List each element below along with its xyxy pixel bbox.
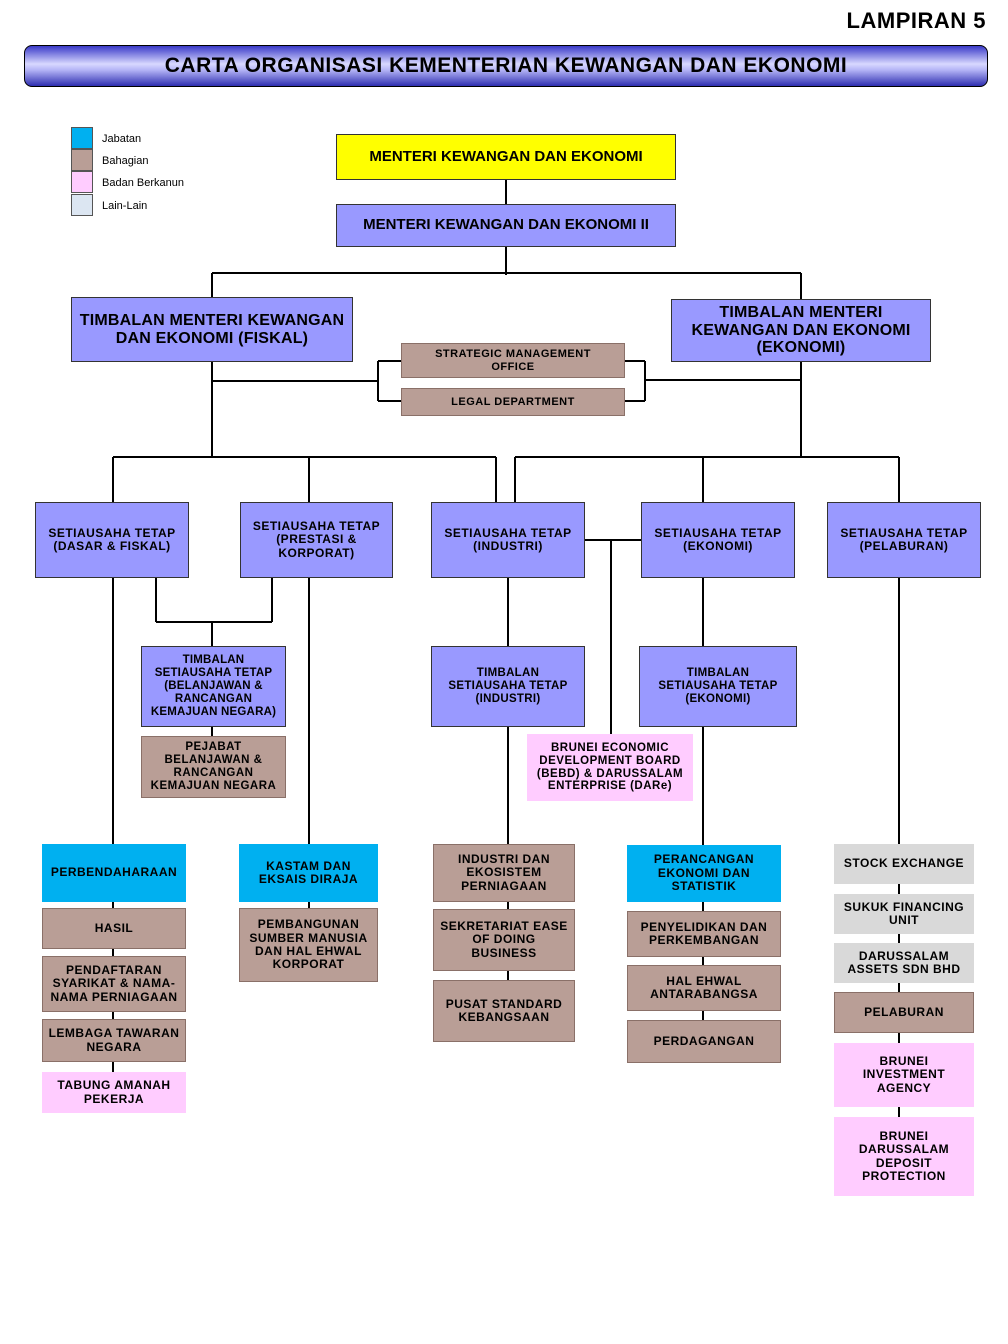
pusat-standard-box: PUSAT STANDARD KEBANGSAAN (433, 980, 575, 1042)
ps-ekonomi-box: SETIAUSAHA TETAP (EKONOMI) (641, 502, 795, 578)
pembangunan-sumber-manusia-box: PEMBANGUNAN SUMBER MANUSIA DAN HAL EHWAL… (239, 908, 378, 982)
legend-label: Jabatan (102, 133, 142, 145)
ps-dasar-fiskal-box: SETIAUSAHA TETAP (DASAR & FISKAL) (35, 502, 189, 578)
legend-swatch-badan-berkanun (71, 171, 93, 193)
deputy-minister-fiskal-box: TIMBALAN MENTERI KEWANGAN DAN EKONOMI (F… (71, 297, 353, 362)
kastam-eksais-box: KASTAM DAN EKSAIS DIRAJA (239, 844, 378, 902)
penyelidikan-box: PENYELIDIKAN DAN PERKEMBANGAN (627, 911, 781, 957)
sukuk-financing-box: SUKUK FINANCING UNIT (834, 894, 974, 934)
sekretariat-ease-box: SEKRETARIAT EASE OF DOING BUSINESS (433, 909, 575, 971)
legend-swatch-bahagian (71, 149, 93, 171)
hasil-box: HASIL (42, 908, 186, 949)
hal-ehwal-antarabangsa-box: HAL EHWAL ANTARABANGSA (627, 965, 781, 1011)
legend-swatch-jabatan (71, 127, 93, 149)
pendaftaran-syarikat-box: PENDAFTARAN SYARIKAT & NAMA- NAMA PERNIA… (42, 956, 186, 1012)
tabung-amanah-pekerja-box: TABUNG AMANAH PEKERJA (42, 1072, 186, 1113)
darussalam-assets-box: DARUSSALAM ASSETS SDN BHD (834, 943, 974, 983)
pejabat-belanjawan-box: PEJABAT BELANJAWAN & RANCANGAN KEMAJUAN … (141, 736, 286, 798)
legend-swatch-lain-lain (71, 194, 93, 216)
minister-box: MENTERI KEWANGAN DAN EKONOMI (336, 134, 676, 180)
perdagangan-box: PERDAGANGAN (627, 1020, 781, 1063)
deputy-minister-ekonomi-box: TIMBALAN MENTERI KEWANGAN DAN EKONOMI (E… (671, 299, 931, 362)
title-bar: CARTA ORGANISASI KEMENTERIAN KEWANGAN DA… (24, 45, 988, 87)
stock-exchange-box: STOCK EXCHANGE (834, 844, 974, 884)
appendix-label: LAMPIRAN 5 (846, 8, 986, 33)
legend-label: Badan Berkanun (102, 177, 184, 189)
strategic-management-office-box: STRATEGIC MANAGEMENT OFFICE (401, 343, 625, 378)
dps-industri-box: TIMBALAN SETIAUSAHA TETAP (INDUSTRI) (431, 646, 585, 727)
dps-belanjawan-box: TIMBALAN SETIAUSAHA TETAP (BELANJAWAN & … (141, 646, 286, 727)
deposit-protection-box: BRUNEI DARUSSALAM DEPOSIT PROTECTION (834, 1117, 974, 1196)
legend-label: Bahagian (102, 155, 149, 167)
ps-industri-box: SETIAUSAHA TETAP (INDUSTRI) (431, 502, 585, 578)
minister-ii-box: MENTERI KEWANGAN DAN EKONOMI II (336, 204, 676, 247)
bedb-dare-box: BRUNEI ECONOMIC DEVELOPMENT BOARD (BEBD)… (527, 734, 693, 801)
pelaburan-box: PELABURAN (834, 992, 974, 1033)
ps-pelaburan-box: SETIAUSAHA TETAP (PELABURAN) (827, 502, 981, 578)
industri-ekosistem-box: INDUSTRI DAN EKOSISTEM PERNIAGAAN (433, 844, 575, 902)
page-title: CARTA ORGANISASI KEMENTERIAN KEWANGAN DA… (164, 54, 848, 77)
legal-department-box: LEGAL DEPARTMENT (401, 388, 625, 416)
brunei-investment-agency-box: BRUNEI INVESTMENT AGENCY (834, 1043, 974, 1107)
ps-prestasi-korporat-box: SETIAUSAHA TETAP (PRESTASI & KORPORAT) (240, 502, 393, 578)
legend-label: Lain-Lain (102, 200, 148, 212)
perbendaharaan-box: PERBENDAHARAAN (42, 844, 186, 902)
lembaga-tawaran-negara-box: LEMBAGA TAWARAN NEGARA (42, 1019, 186, 1062)
perancangan-ekonomi-box: PERANCANGAN EKONOMI DAN STATISTIK (627, 845, 781, 902)
dps-ekonomi-box: TIMBALAN SETIAUSAHA TETAP (EKONOMI) (639, 646, 797, 727)
